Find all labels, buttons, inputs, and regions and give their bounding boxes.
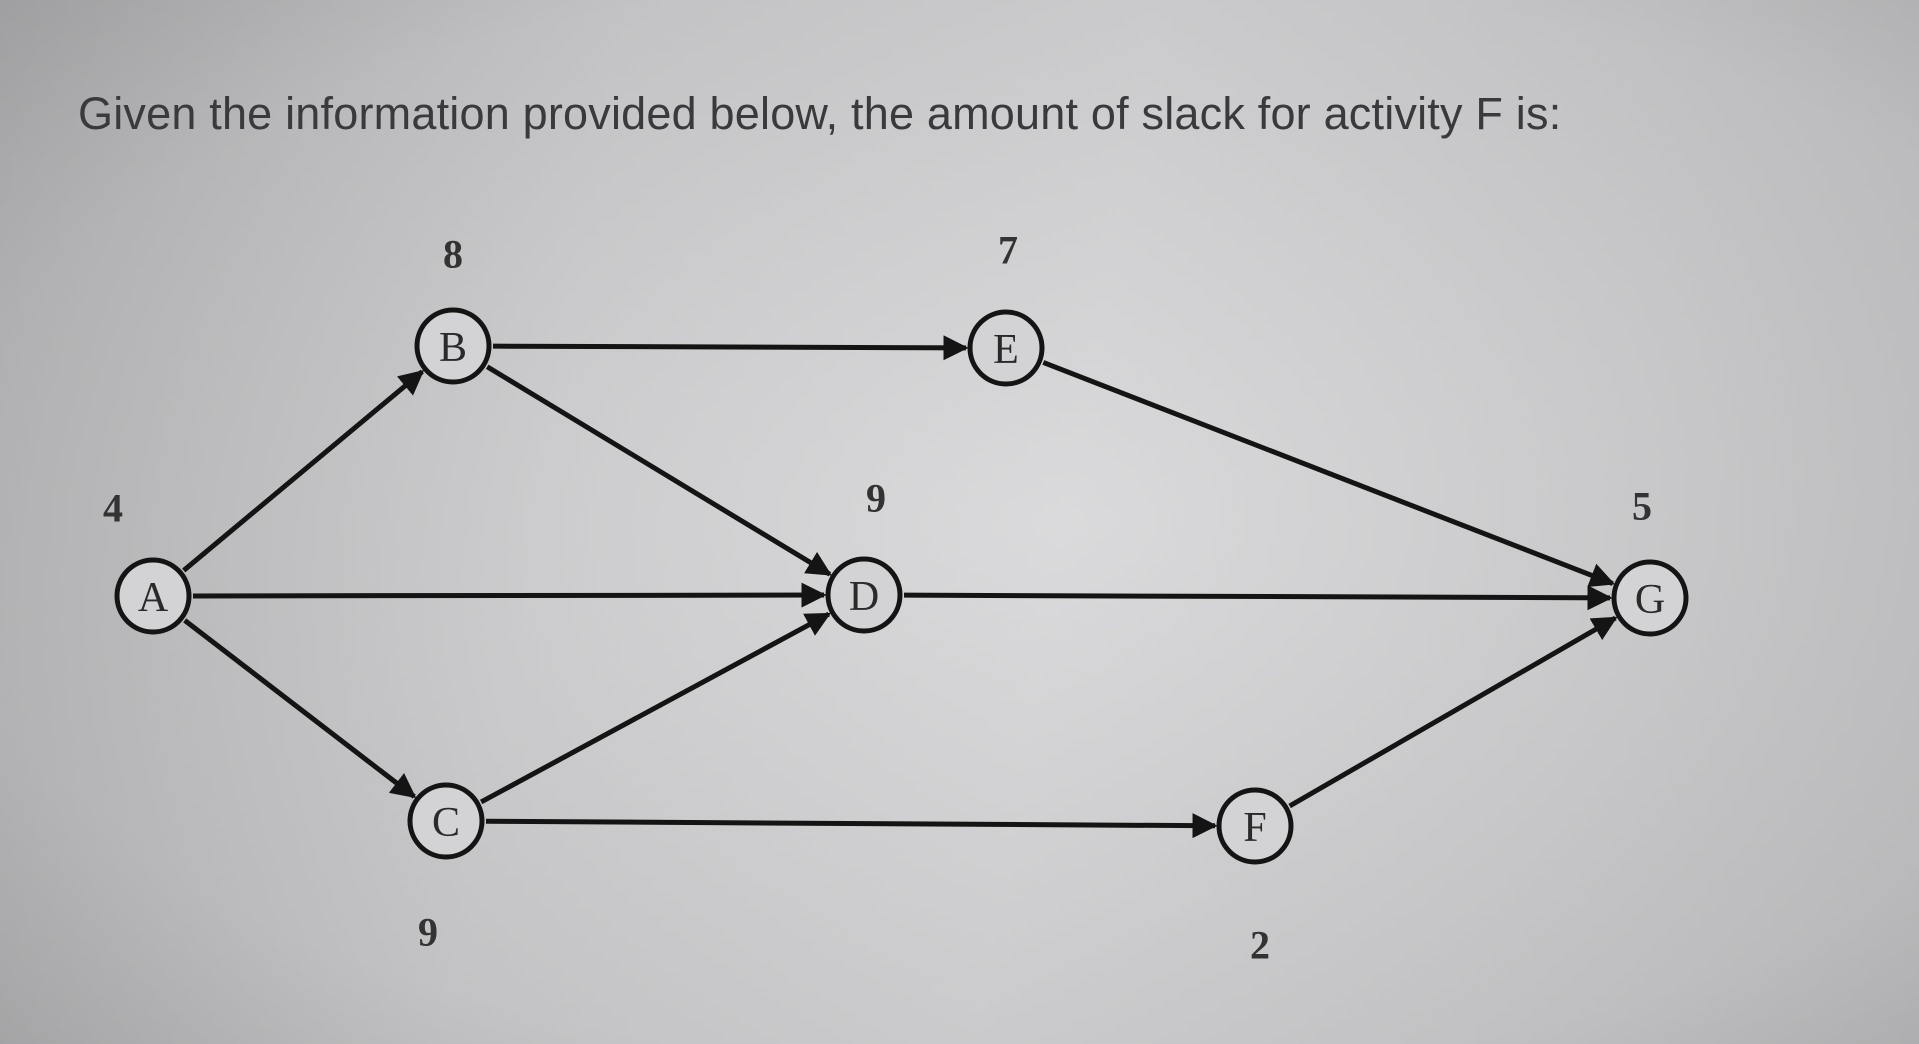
edge-e-g xyxy=(1042,360,1616,588)
node-e: E xyxy=(967,309,1045,387)
duration-label-d: 9 xyxy=(866,476,886,521)
edge-b-d xyxy=(485,364,832,577)
duration-label-c: 9 xyxy=(418,910,438,955)
node-circle xyxy=(1216,787,1294,865)
node-d: D xyxy=(825,556,903,634)
duration-label-b: 8 xyxy=(443,232,463,277)
node-circle xyxy=(407,782,485,860)
node-c: C xyxy=(407,782,485,860)
edge-c-f xyxy=(485,813,1218,839)
node-label: D xyxy=(849,574,879,620)
node-circle xyxy=(1611,559,1689,637)
node-label: G xyxy=(1635,577,1665,623)
edge-b-e xyxy=(492,335,969,361)
edge-a-c xyxy=(183,618,417,799)
duration-label-f: 2 xyxy=(1250,923,1270,968)
question-text: Given the information provided below, th… xyxy=(78,88,1562,139)
node-a: A xyxy=(114,557,192,635)
node-b: B xyxy=(414,307,492,385)
node-label: A xyxy=(138,575,169,621)
edges-layer xyxy=(182,335,1618,839)
node-circle xyxy=(825,556,903,634)
edge-a-b xyxy=(182,369,425,573)
edge-d-g xyxy=(903,585,1613,611)
duration-label-e: 7 xyxy=(998,228,1018,273)
node-label: E xyxy=(993,327,1019,373)
duration-label-g: 5 xyxy=(1632,484,1652,529)
node-label: F xyxy=(1243,805,1266,851)
node-g: G xyxy=(1611,559,1689,637)
node-circle xyxy=(967,309,1045,387)
edge-a-d xyxy=(192,582,827,608)
node-f: F xyxy=(1216,787,1294,865)
node-circle xyxy=(414,307,492,385)
edge-f-g xyxy=(1288,615,1618,809)
durations-layer: 4 8 9 9 7 2 5 xyxy=(103,228,1652,968)
nodes-layer: A B C D E F G xyxy=(114,307,1689,865)
node-label: C xyxy=(432,800,460,846)
node-label: B xyxy=(439,325,467,371)
edge-c-d xyxy=(479,611,832,805)
duration-label-a: 4 xyxy=(103,486,123,531)
node-circle xyxy=(114,557,192,635)
